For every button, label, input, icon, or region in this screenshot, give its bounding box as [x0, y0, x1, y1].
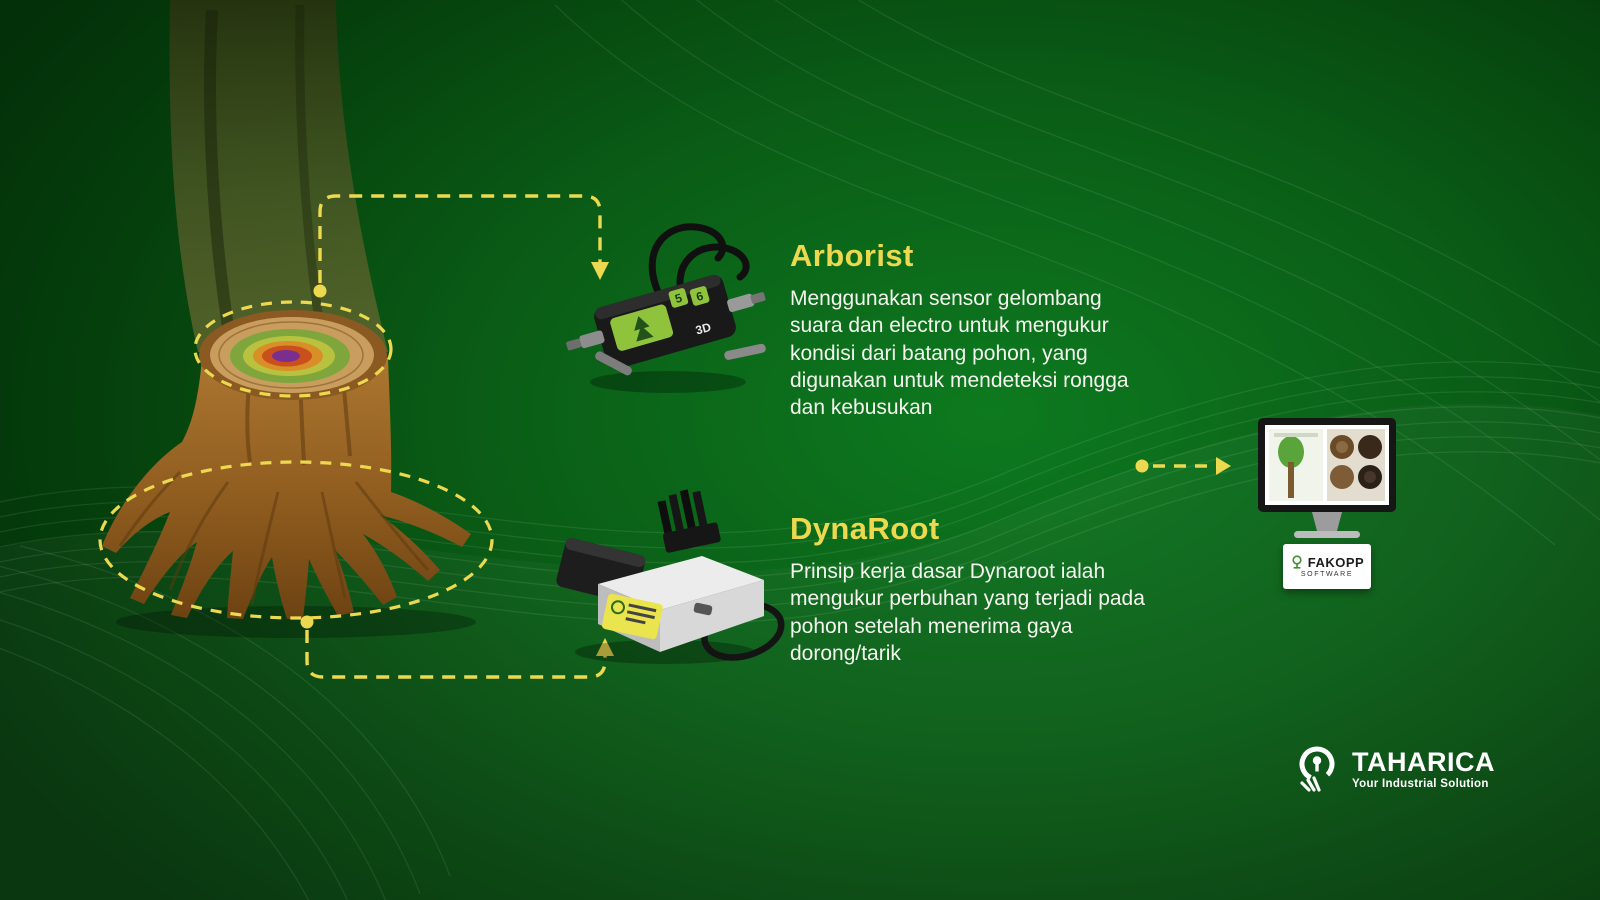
tree-logo-icon [634, 316, 654, 342]
arrow-right-icon [1216, 457, 1231, 475]
sensor-cable [676, 243, 750, 310]
fakopp-name: FAKOPP [1307, 555, 1365, 570]
stump-cross-section [199, 310, 387, 400]
connector-dot [1135, 459, 1149, 473]
connector-dot [313, 284, 327, 298]
brand-name: TAHARICA [1352, 746, 1495, 777]
roots-highlight-dashed-ellipse [98, 460, 494, 620]
tree-stump-and-roots [102, 358, 471, 619]
software-monitor-illustration [1258, 418, 1396, 538]
arrow-down-icon [591, 262, 609, 280]
port-label: 6 [695, 289, 706, 304]
dynaroot-description: Prinsip kerja dasar Dynaroot ialah mengu… [790, 560, 1145, 665]
arborist-section: Arborist Menggunakan sensor gelombang su… [790, 238, 1130, 421]
monitor-base [1294, 531, 1360, 538]
monitor-stand [1312, 512, 1342, 531]
taharica-logo-icon [1299, 746, 1335, 792]
arborist-description: Menggunakan sensor gelombang suara dan e… [790, 287, 1129, 420]
brand-block: TAHARICA Your Industrial Solution [1293, 744, 1495, 794]
stump-highlight-dashed-ellipse [193, 300, 393, 398]
fakopp-software-badge: FAKOPP SOFTWARE [1283, 544, 1371, 589]
arborist-device-illustration: 5 6 3D [566, 223, 766, 393]
port-label: 5 [673, 291, 684, 306]
dynaroot-device-illustration [556, 489, 785, 664]
connector-dot [300, 615, 314, 629]
device-model-label: 3D [694, 320, 713, 338]
connector-to-software [1135, 457, 1231, 475]
arborist-title: Arborist [790, 238, 914, 273]
tree-logo-icon [610, 600, 625, 615]
tree-shadow [116, 606, 476, 638]
brand-tagline: Your Industrial Solution [1352, 778, 1489, 791]
arrow-up-icon [596, 638, 614, 656]
accelerometer [657, 489, 721, 553]
connector-roots-to-dynaroot [300, 615, 614, 679]
dynaroot-section: DynaRoot Prinsip kerja dasar Dynaroot ia… [790, 511, 1168, 667]
dynaroot-title: DynaRoot [790, 511, 940, 546]
device-label [601, 593, 663, 640]
connector-stump-to-arborist [313, 194, 609, 298]
fakopp-tree-icon [1292, 555, 1302, 569]
fakopp-subtitle: SOFTWARE [1300, 571, 1354, 578]
tree-illustration [98, 0, 494, 638]
tree-trunk [169, 0, 388, 352]
